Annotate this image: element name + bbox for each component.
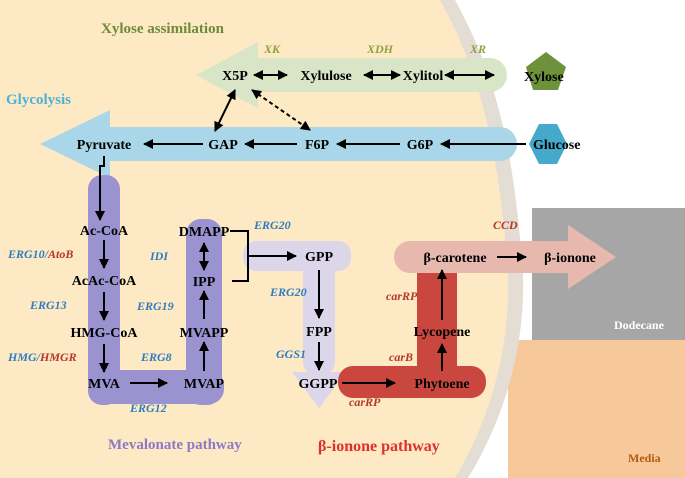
metabolite-gap: GAP [208,138,238,153]
xylose-arrows [214,70,495,132]
enzyme-erg20-top: ERG20 [253,218,291,232]
mevalonate-arrows [95,156,297,388]
xylose-assimilation-title: Xylose assimilation [101,21,225,37]
glucose-label: Glucose [533,138,580,153]
metabolite-xylulose: Xylulose [300,69,351,84]
metabolite-phytoene: Phytoene [414,377,469,392]
xylose-pentagon [526,52,566,90]
metabolite-dmapp: DMAPP [179,225,230,240]
enzyme-erg13: ERG13 [29,298,67,312]
enzyme-xk: XK [263,42,281,56]
enzyme-erg12: ERG12 [129,401,167,415]
enzyme-xdh: XDH [366,42,394,56]
enzyme-carrp-right: carRP [386,289,418,303]
metabolite-acetoacetyl-coa: AcAc-CoA [72,274,137,289]
metabolite-hmg-coa: HMG-CoA [71,326,139,341]
mevalonate-pathway-title: Mevalonate pathway [108,437,242,453]
media-label: Media [628,451,661,465]
enzyme-erg8: ERG8 [140,350,172,364]
enzyme-idi: IDI [149,249,169,263]
metabolite-lycopene: Lycopene [414,325,471,340]
metabolite-fpp: FPP [306,325,332,340]
metabolite-xylitol: Xylitol [403,69,444,84]
ionone-pathway-title: β-ionone pathway [318,438,440,455]
metabolite-pyruvate: Pyruvate [77,138,131,153]
metabolite-mvap: MVAP [184,377,225,392]
enzyme-ggs1: GGS1 [276,347,306,361]
metabolite-mva: MVA [88,377,121,392]
dodecane-phase [532,208,685,340]
metabolite-beta-carotene: β-carotene [423,251,486,266]
metabolite-gpp: GPP [305,250,333,265]
metabolite-mvapp: MVAPP [180,326,229,341]
enzyme-carb: carB [389,350,413,364]
enzyme-hmg-line: HMG/HMGR [7,350,77,364]
enzyme-carrp-bottom: carRP [349,395,381,409]
gpp-arrows [314,270,396,388]
enzyme-xr: XR [469,42,486,56]
glycolysis-title: Glycolysis [6,92,71,108]
metabolite-acetyl-coa: Ac-CoA [80,224,129,239]
enzyme-erg20-mid: ERG20 [269,285,307,299]
metabolite-ipp: IPP [193,275,216,290]
cell-cytoplasm [0,0,509,478]
enzyme-erg19: ERG19 [136,299,174,313]
ionone-arrows [437,252,527,371]
glucose-hexagon [529,124,567,164]
enzyme-erg10-line: ERG10/AtoB [7,247,73,261]
metabolite-ggpp: GGPP [299,377,338,392]
enzyme-ccd: CCD [493,218,518,232]
metabolite-f6p: F6P [305,138,330,153]
metabolite-beta-ionone: β-ionone [544,251,596,266]
xylose-label: Xylose [524,70,564,85]
dodecane-label: Dodecane [614,318,665,332]
media-phase [508,340,685,478]
ionone-band [338,242,486,398]
metabolite-g6p: G6P [407,138,434,153]
metabolite-x5p: X5P [222,69,248,84]
